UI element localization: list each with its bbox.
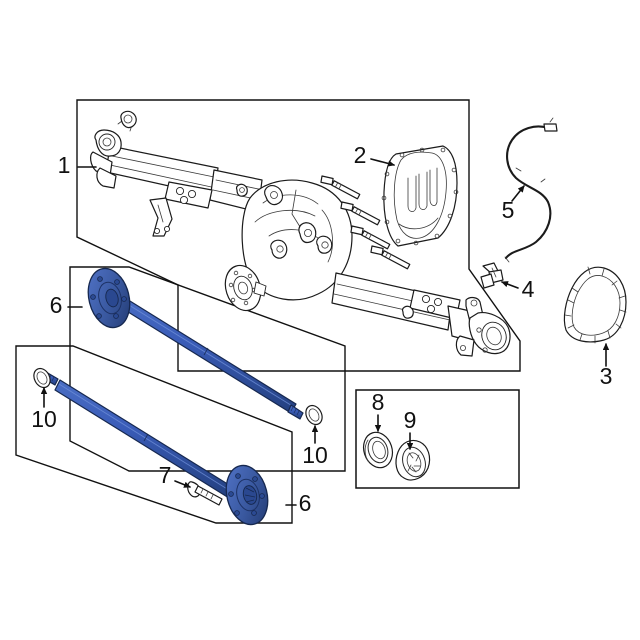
callout-layer: 1 2 3 4 5 6 6 7 89 10 10 <box>31 142 612 516</box>
callout-leader-line <box>501 281 519 289</box>
callout-10-axle-shaft-retainer-clip-right[interactable]: 10 <box>302 425 328 468</box>
callout-2-differential-cover[interactable]: 2 <box>354 142 395 168</box>
callout-number-label: 5 <box>502 197 515 223</box>
callout-number-label: 3 <box>600 363 613 389</box>
differential-cover[interactable] <box>381 145 459 247</box>
callout-number-label: 2 <box>354 142 367 168</box>
axle-flange-right <box>225 464 269 526</box>
axle-shaft-right[interactable] <box>42 371 274 529</box>
callout-number-label: 4 <box>522 276 535 302</box>
axle-vent-hose[interactable] <box>504 117 558 263</box>
callout-4-vent-hose-clip[interactable]: 4 <box>501 276 535 302</box>
callout-number-label: 10 <box>302 442 328 468</box>
axle-shaft-retainer-clip-left[interactable] <box>31 366 54 391</box>
callout-5-axle-vent-hose[interactable]: 5 <box>502 185 525 223</box>
callout-6-axle-shaft-right[interactable]: 6 <box>285 490 312 516</box>
differential-cover-gasket[interactable] <box>563 266 627 344</box>
callout-leader-line <box>511 185 525 202</box>
callout-8-axle-shaft-seal[interactable]: 8 <box>372 389 385 432</box>
callout-leader-line <box>370 158 395 167</box>
callout-7-wheel-stud[interactable]: 7 <box>159 462 191 488</box>
callout-1-axle-housing-assembly[interactable]: 1 <box>58 152 97 178</box>
group-boxes <box>15 99 521 524</box>
callout-number-label: 10 <box>31 406 57 432</box>
axle-shaft-seal[interactable] <box>359 429 397 472</box>
housing-left-wheel-flange <box>224 264 267 312</box>
axle-shaft-right-group-box <box>15 345 293 524</box>
axle-shaft-left[interactable] <box>82 264 304 420</box>
vent-hose-clip[interactable] <box>480 262 504 289</box>
callout-number-label: 6 <box>299 490 312 516</box>
callout-number-label: 1 <box>58 152 71 178</box>
callout-9-axle-shaft-bearing[interactable]: 9 <box>404 407 417 450</box>
wheel-stud[interactable] <box>187 481 223 506</box>
axle-shaft-bearing[interactable] <box>395 439 431 481</box>
callout-number-label: 7 <box>159 462 172 488</box>
callout-number-label: 9 <box>404 407 417 433</box>
callout-number-label: 8 <box>372 389 385 415</box>
callout-6-axle-shaft-left[interactable]: 6 <box>50 292 83 318</box>
axle-housing-assembly[interactable] <box>90 110 511 357</box>
callout-leader-line <box>174 480 191 488</box>
callout-10-axle-shaft-retainer-clip-left[interactable]: 10 <box>31 387 57 432</box>
callout-3-differential-cover-gasket[interactable]: 3 <box>600 343 613 389</box>
callout-number-label: 6 <box>50 292 63 318</box>
axle-housing-group-box <box>76 99 521 372</box>
differential-cover-bolts[interactable] <box>319 173 411 271</box>
axle-shaft-retainer-clip-right[interactable] <box>303 403 326 428</box>
seal-bearing-group-box <box>355 389 520 489</box>
axle-flange-left <box>87 267 131 329</box>
axle-shaft-left-group-box <box>69 266 346 472</box>
